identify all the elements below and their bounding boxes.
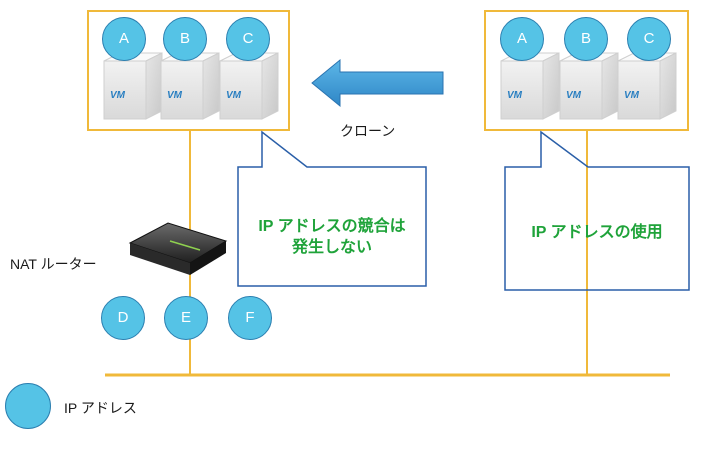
vm-cube-left-3: VM [219,52,279,120]
router-client-f: F [228,296,272,340]
callout-left-bubble [237,130,427,287]
callout-left-line1: IP アドレスの競合は [258,218,406,235]
vm-cube-left-2: VM [160,52,220,120]
right-vm-group-frame [484,10,689,131]
vm-ip-circle-right-b: B [564,17,608,61]
callout-right-text: IP アドレスの使用 [531,224,663,241]
vm-cube-right-1: VM [500,52,560,120]
vm-ip-circle-left-c: C [226,17,270,61]
clone-arrow-icon [311,58,444,108]
legend-ip-circle [5,383,51,429]
vm-cube-right-2: VM [559,52,619,120]
vm-badge: VM [110,90,126,101]
vm-badge: VM [566,90,582,101]
vm-badge: VM [167,90,183,101]
nat-router-label: NAT ルーター [10,256,97,272]
callout-right-bubble [504,130,690,291]
router-client-e: E [164,296,208,340]
vm-badge: VM [226,90,242,101]
vm-badge: VM [507,90,523,101]
clone-label: クローン [340,123,396,139]
router-client-d: D [101,296,145,340]
legend-label: IP アドレス [64,400,137,416]
vm-cube-left-1: VM [103,52,163,120]
vm-ip-circle-right-c: C [627,17,671,61]
vm-badge: VM [624,90,640,101]
vm-ip-circle-right-a: A [500,17,544,61]
callout-left-line2: 発生しない [291,239,372,256]
callout-left-text: IP アドレスの競合は 発生しない [240,216,424,258]
vm-ip-circle-left-b: B [163,17,207,61]
left-vm-group-frame [87,10,290,131]
vm-cube-right-3: VM [617,52,677,120]
router-icon [128,222,228,275]
vm-ip-circle-left-a: A [102,17,146,61]
